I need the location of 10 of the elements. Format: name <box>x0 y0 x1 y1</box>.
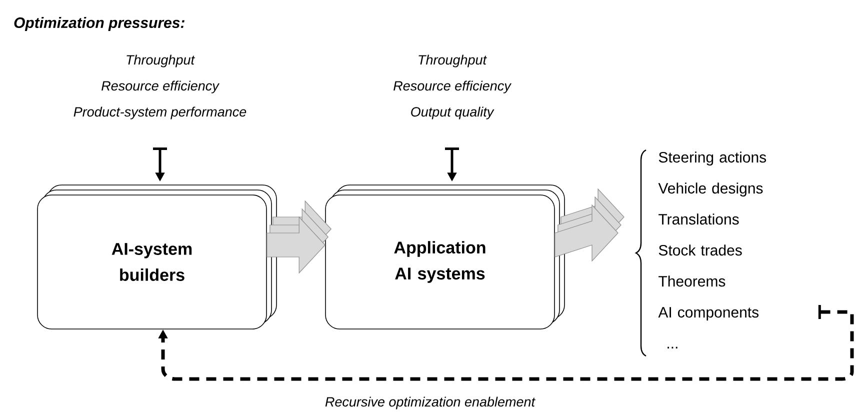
pressure-list: Throughput Resource efficiency Output quality <box>394 54 512 120</box>
block-arrow <box>266 200 332 274</box>
pressure-list: Throughput Resource efficiency Product-system performance <box>74 54 246 120</box>
output-list: Steering actions Vehicle designs Translations Stock trades Theorems AI components ... <box>635 150 766 356</box>
dashed-feedback-arrow <box>158 305 854 381</box>
title: Optimization pressures: <box>14 17 184 31</box>
edge-label: Recursive optimization enablement <box>322 394 538 412</box>
stacked-box: AI-system builders <box>37 184 277 330</box>
block-arrow <box>554 188 624 262</box>
stacked-box: Application AI systems <box>325 184 565 330</box>
